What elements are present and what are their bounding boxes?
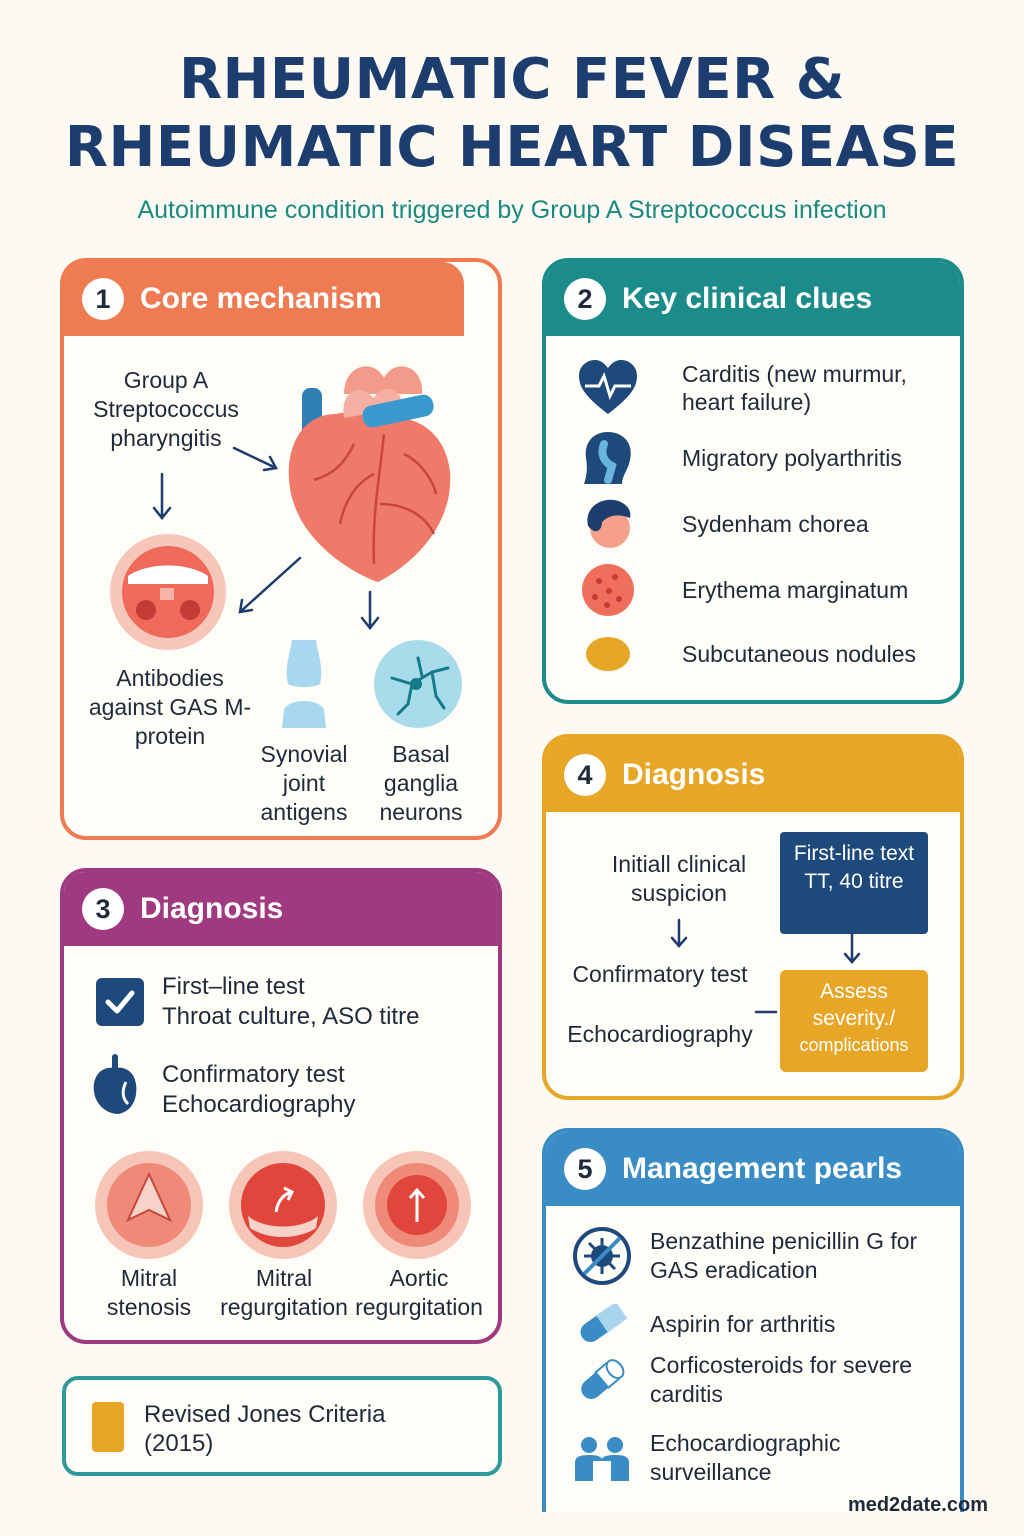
first-line-title: First–line test	[162, 973, 305, 1000]
rash-icon	[576, 558, 640, 622]
initial-suspicion-label: Initiall clinical suspicion	[611, 851, 747, 906]
clue-nodules: Subcutaneous nodules	[576, 622, 916, 686]
valve-label: Mitral regurgitation	[220, 1265, 348, 1320]
jones-marker-icon	[92, 1402, 124, 1452]
diagnosis-panel-3: 3 Diagnosis First–line test Throat cultu…	[60, 868, 502, 1344]
management-label: Corficosteroids for severe carditis	[650, 1352, 913, 1407]
clue-label: Subcutaneous nodules	[682, 641, 917, 667]
confirm-title: Confirmatory test	[162, 1061, 345, 1088]
diagnosis-flow-arrows	[670, 918, 861, 1014]
gas-pharyngitis-label: Group A Streptococcus pharyngitis	[93, 367, 239, 451]
panel-3-title: Diagnosis	[140, 892, 284, 925]
checkbox-icon	[96, 978, 144, 1026]
panel-4-number: 4	[564, 754, 606, 796]
jones-criteria-box: Revised Jones Criteria (2015)	[62, 1376, 502, 1476]
clue-polyarthritis: Migratory polyarthritis	[576, 426, 902, 490]
clue-label: Erythema marginatum	[682, 577, 909, 603]
first-line-box: First-line text TT, 40 titre	[780, 832, 928, 934]
clue-label: Sydenham chorea	[682, 511, 869, 537]
people-icon	[570, 1426, 634, 1490]
panel-2-title: Key clinical clues	[622, 282, 873, 315]
management-label: Benzathine penicillin G for GAS eradicat…	[650, 1228, 918, 1283]
basal-ganglia-label: Basal ganglia neurons	[379, 741, 463, 825]
neuron-icon	[374, 640, 462, 728]
subtitle: Autoimmune condition triggered by Group …	[137, 196, 887, 224]
confirmatory-title: Confirmatory test	[572, 961, 748, 987]
heart-anatomy-icon	[93, 1054, 137, 1114]
panel-5-title: Management pearls	[622, 1152, 903, 1185]
panel-3-header: 3 Diagnosis	[64, 872, 498, 946]
panel-5-header: 5 Management pearls	[546, 1132, 960, 1206]
confirmatory-detail: Echocardiography	[567, 1021, 753, 1047]
clue-label: Carditis (new murmur, heart failure)	[682, 361, 907, 415]
panel-5-number: 5	[564, 1148, 606, 1190]
heart-ecg-icon	[576, 356, 640, 420]
management-label: Echocardiographic surveillance	[650, 1430, 841, 1485]
panel-1-number: 1	[82, 278, 124, 320]
pill-icon	[570, 1292, 634, 1356]
title-line-2: RHEUMATIC HEART DISEASE	[64, 115, 960, 180]
title-line-1: RHEUMATIC FEVER &	[178, 47, 846, 112]
footer-site[interactable]: med2date.com	[847, 1494, 988, 1516]
clinical-clues-panel: 2 Key clinical clues Carditis (new murmu…	[542, 258, 964, 704]
mitral-regurgitation-icon	[229, 1151, 337, 1259]
mitral-stenosis-icon	[95, 1151, 203, 1259]
management-aspirin: Aspirin for arthritis	[570, 1292, 835, 1356]
first-line-detail: Throat culture, ASO titre	[162, 1003, 420, 1030]
clue-label: Migratory polyarthritis	[682, 445, 902, 471]
management-corticosteroids: Corficosteroids for severe carditis	[570, 1348, 930, 1412]
management-surveillance: Echocardiographic surveillance	[570, 1426, 930, 1490]
aortic-regurgitation-icon	[363, 1151, 471, 1259]
antibodies-label: Antibodies against GAS M-protein	[88, 665, 252, 749]
mechanism-arrows	[152, 446, 380, 631]
jones-label: Revised Jones Criteria (2015)	[144, 1401, 386, 1457]
bacteria-icon	[570, 1224, 634, 1288]
assess-severity-box: Assess severity./ complications	[780, 970, 928, 1072]
synovial-label: Synovial joint antigens	[260, 741, 348, 825]
management-penicillin: Benzathine penicillin G for GAS eradicat…	[570, 1224, 930, 1288]
clue-erythema: Erythema marginatum	[576, 558, 908, 622]
panel-1-header: 1 Core mechanism	[64, 262, 464, 336]
valve-label: Aortic regurgitation	[355, 1265, 483, 1320]
panel-2-number: 2	[564, 278, 606, 320]
panel-4-header: 4 Diagnosis	[546, 738, 960, 812]
capsule-icon	[570, 1348, 634, 1412]
core-mechanism-panel: 1 Core mechanism Group A Streptococcus p…	[60, 258, 502, 840]
assess-sub: complications	[799, 1035, 909, 1055]
throat-icon	[110, 534, 226, 650]
valve-label: Mitral stenosis	[106, 1265, 192, 1320]
assess-main: Assess severity./	[812, 980, 896, 1030]
confirm-detail: Echocardiography	[162, 1091, 356, 1118]
clue-carditis: Carditis (new murmur, heart failure)	[576, 356, 952, 420]
panel-3-number: 3	[82, 888, 124, 930]
joint-icon	[282, 640, 326, 728]
panel-2-header: 2 Key clinical clues	[546, 262, 960, 336]
joint-head-icon	[576, 426, 640, 490]
diagnosis-panel-4: 4 Diagnosis Initiall clinical suspicion …	[542, 734, 964, 1100]
management-label: Aspirin for arthritis	[650, 1311, 836, 1337]
clue-chorea: Sydenham chorea	[576, 492, 869, 556]
panel-4-title: Diagnosis	[622, 758, 766, 791]
face-icon	[576, 492, 640, 556]
heart-icon	[288, 366, 451, 582]
panel-1-title: Core mechanism	[140, 282, 382, 315]
management-panel: 5 Management pearls Benzathine penicilli…	[542, 1128, 964, 1512]
nodule-icon	[576, 622, 640, 686]
